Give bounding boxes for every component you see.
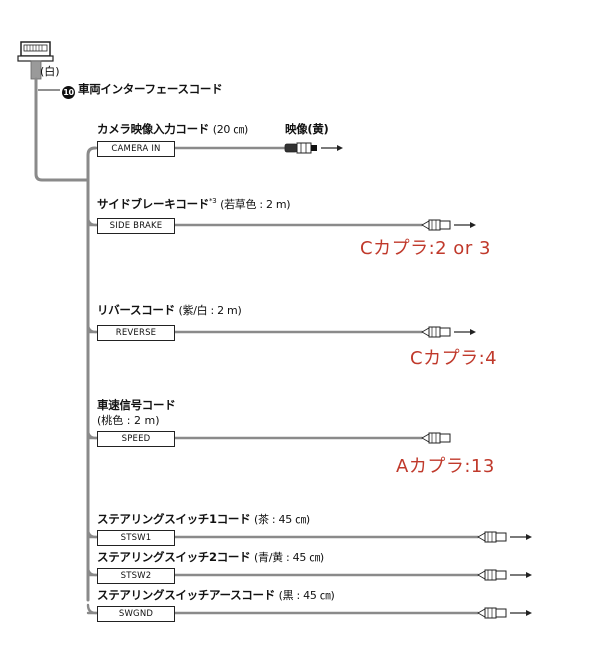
cable-title-text: ステアリングスイッチ1コード: [97, 512, 251, 526]
cable-box-swgnd: SWGND: [97, 606, 175, 622]
cord-name-text: 車両インターフェースコード: [78, 82, 223, 96]
branch-bend: [86, 527, 98, 539]
cable-title: サイドブレーキコード*3 (若草色 : 2 m): [97, 197, 291, 211]
cable-spec: (20 ㎝): [212, 123, 249, 136]
terminal-plug-icon: [477, 531, 507, 543]
cable-spec: (紫/白 : 2 m): [178, 304, 242, 317]
terminal-plug-icon: [421, 326, 451, 338]
branch-bend: [86, 215, 98, 227]
cable-title-text: リバースコード: [97, 303, 175, 317]
cable-title-text: サイドブレーキコード: [97, 197, 209, 211]
cable-box-stsw1: STSW1: [97, 530, 175, 546]
trunk-cable: [34, 77, 97, 602]
cable-box-stsw2: STSW2: [97, 568, 175, 584]
cable-spec: (茶 : 45 ㎝): [254, 513, 310, 526]
connector-color-label: (白): [40, 65, 60, 78]
cable-title: リバースコード (紫/白 : 2 m): [97, 303, 242, 317]
coupler-annotation: Aカプラ:13: [396, 456, 495, 477]
terminal-plug-icon: [421, 432, 451, 444]
cable-title-text: カメラ映像入力コード: [97, 122, 209, 136]
cable-title-text: ステアリングスイッチアースコード: [97, 588, 275, 602]
coupler-annotation: Cカプラ:4: [410, 348, 498, 369]
cable-spec: (桃色 : 2 m): [97, 414, 160, 427]
terminal-label: 映像(黄): [285, 122, 329, 136]
cable-spec: (若草色 : 2 m): [220, 198, 291, 211]
arrow-right-icon: [510, 572, 532, 578]
cable-title: カメラ映像入力コード (20 ㎝): [97, 122, 249, 136]
branch-bend: [86, 428, 98, 440]
arrow-right-icon: [454, 329, 476, 335]
terminal-plug-icon: [421, 219, 451, 231]
arrow-right-icon: [321, 145, 343, 151]
arrow-right-icon: [454, 222, 476, 228]
branch-bend: [86, 603, 98, 615]
branch-bend: [86, 322, 98, 334]
cable-title-text: ステアリングスイッチ2コード: [97, 550, 251, 564]
cable-title: 車速信号コード: [97, 398, 176, 412]
terminal-plug-icon: [477, 607, 507, 619]
cable-box-camera-in: CAMERA IN: [97, 141, 175, 157]
coupler-annotation: Cカプラ:2 or 3: [360, 238, 491, 259]
branch-bend: [86, 565, 98, 577]
terminal-plug-icon: [477, 569, 507, 581]
cord-marker: 10: [62, 86, 75, 99]
cable-spec: (黒 : 45 ㎝): [278, 589, 335, 602]
cable-spec: (青/黄 : 45 ㎝): [254, 551, 324, 564]
cable-title: ステアリングスイッチ1コード (茶 : 45 ㎝): [97, 512, 310, 526]
cable-box-reverse: REVERSE: [97, 325, 175, 341]
arrow-right-icon: [510, 534, 532, 540]
cable-title: ステアリングスイッチアースコード (黒 : 45 ㎝): [97, 588, 335, 602]
arrow-right-icon: [510, 610, 532, 616]
rca-plug-icon: [284, 142, 317, 154]
cable-title: ステアリングスイッチ2コード (青/黄 : 45 ㎝): [97, 550, 324, 564]
cable-box-speed: SPEED: [97, 431, 175, 447]
cable-box-side-brake: SIDE BRAKE: [97, 218, 175, 234]
cable-footnote: *3: [209, 197, 217, 205]
